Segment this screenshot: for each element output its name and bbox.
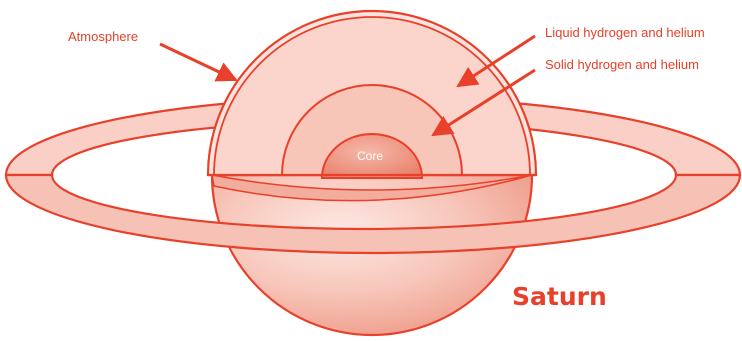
solid-hydrogen-label: Solid hydrogen and helium [545, 58, 699, 71]
atmosphere-label: Atmosphere [68, 30, 138, 43]
core-label: Core [357, 150, 383, 162]
diagram-title: Saturn [512, 284, 607, 309]
atmosphere-arrow [160, 44, 236, 80]
liquid-hydrogen-label: Liquid hydrogen and helium [545, 26, 705, 39]
